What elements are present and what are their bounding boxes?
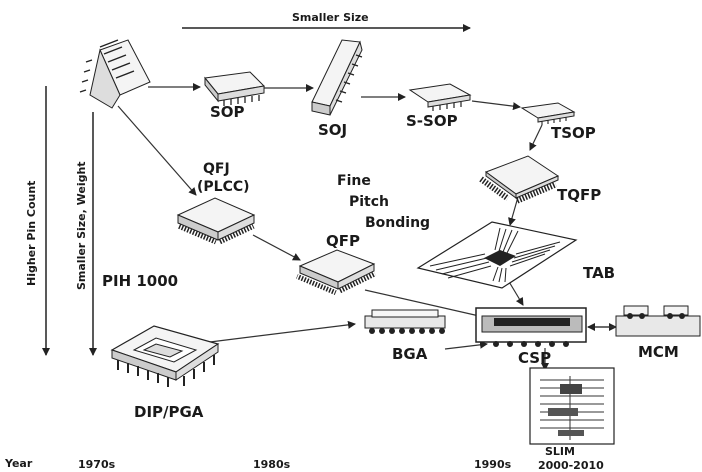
csp-package-icon [475,307,587,347]
soj-label: SOJ [318,121,348,139]
smaller-size-label: Smaller Size [292,11,369,24]
fine-label: Fine [337,173,371,189]
bga-package-icon [364,309,446,334]
plcc-label: (PLCC) [197,179,250,195]
tab-label: TAB [583,264,616,282]
qfp-label: QFP [326,232,360,250]
slim-package-icon [529,367,615,445]
sop-label: SOP [210,103,245,121]
soj-chip-icon [311,39,363,116]
tqfp-label: TQFP [557,186,602,204]
sop-chip-icon [204,71,266,106]
dip-chip-icon [79,39,151,109]
year-1990s: 1990s [474,458,512,471]
year-1970s: 1970s [78,458,116,471]
mcm-package-icon [615,305,701,337]
bonding-label: Bonding [365,215,431,231]
bga-label: BGA [392,345,428,363]
higher-pin-count-label: Higher Pin Count [25,180,38,286]
dip-pga-label: DIP/PGA [134,403,204,421]
year-1980s: 1980s [253,458,291,471]
year-label: Year [5,457,33,470]
qfj-label: QFJ [203,161,230,177]
smaller-size-weight-label: Smaller Size, Weight [75,161,88,290]
slim-years-label: 2000-2010 [538,459,604,472]
mcm-label: MCM [638,343,679,361]
pga-package-icon [110,325,220,387]
tab-package-icon [416,221,578,289]
tsop-chip-icon [520,102,576,125]
qfp-chip-icon [296,249,377,296]
pitch-label: Pitch [349,194,390,210]
tsop-label: TSOP [551,124,596,142]
s-sop-chip-icon [408,83,472,111]
slim-label: SLIM [545,445,575,458]
s-sop-label: S-SOP [406,112,458,130]
csp-label: CSP [518,349,552,367]
qfj-plcc-chip-icon [176,197,256,245]
pih-label: PIH 1000 [102,272,179,290]
tqfp-chip-icon [478,155,560,204]
